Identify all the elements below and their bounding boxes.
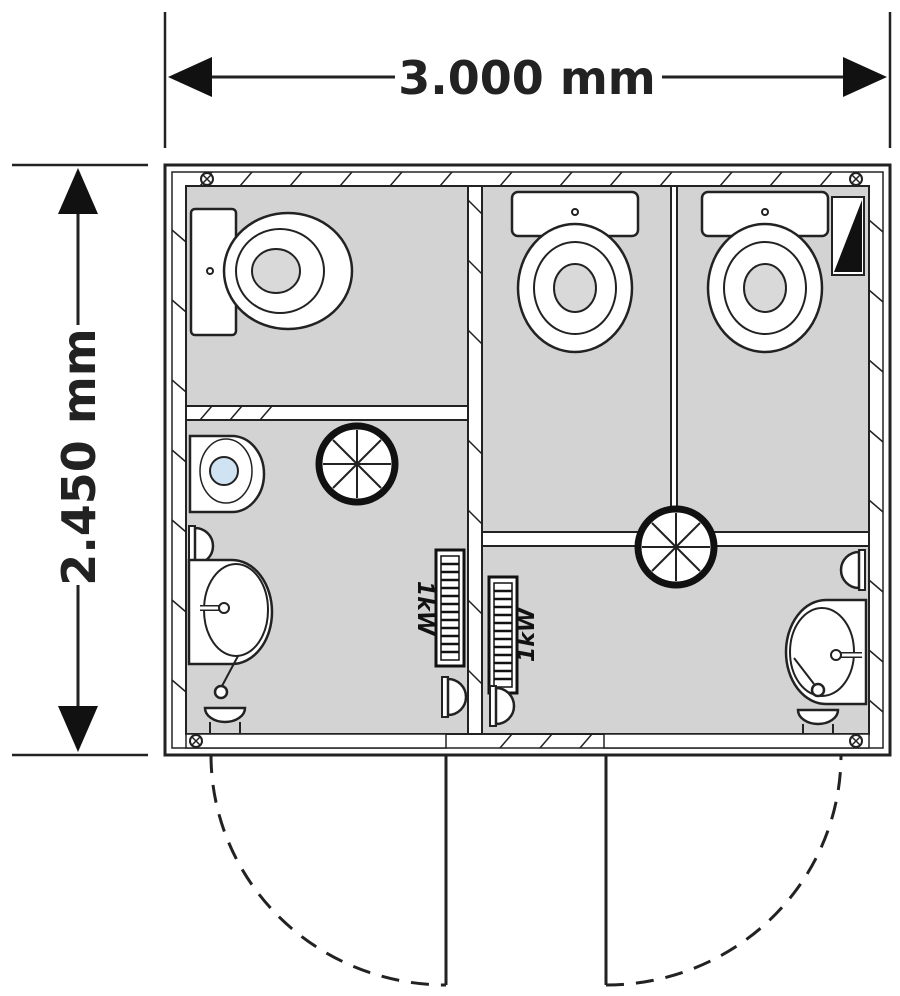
heater-left: 1kW [412,548,466,668]
toilet-right [700,190,830,354]
width-label: 3.000 mm [398,51,655,105]
heater-left-label: 1kW [412,581,437,637]
paper-dispenser [831,196,865,276]
urinal [188,434,266,514]
toilet-middle [510,190,640,354]
height-dimension: 2.450 mm [12,163,148,757]
ventilation-left-icon [319,426,395,502]
heater-right: 1kW [487,575,540,695]
entrance-doors [185,733,870,987]
washbasin-left [187,558,274,734]
washbasin-right [784,598,868,734]
ventilation-center-icon [638,509,714,585]
heater-right-label: 1kW [515,606,540,662]
height-label: 2.450 mm [52,328,106,585]
interior-walls [185,185,870,735]
toilet-left [189,207,354,337]
width-dimension: 3.000 mm [163,12,892,148]
towel-holder-right [839,549,866,591]
